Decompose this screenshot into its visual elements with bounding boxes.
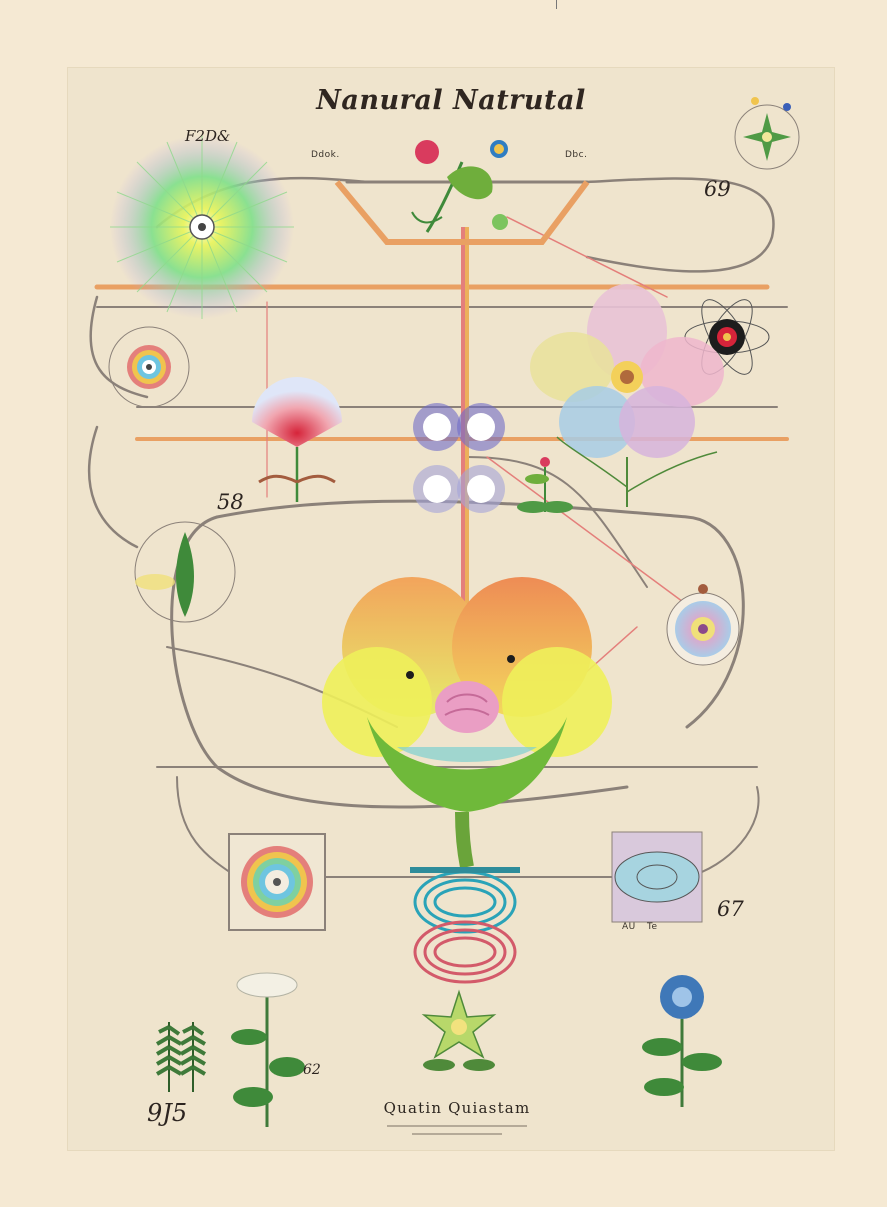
pink-hibiscus [530, 284, 724, 507]
square-rainbow-target [229, 834, 325, 930]
footer-line-2 [412, 1133, 502, 1135]
fern-herb [157, 1022, 205, 1092]
top-rose [412, 140, 508, 232]
purple-flower-badge [667, 584, 739, 665]
blue-flower-herb [642, 975, 722, 1107]
botanical-poster: Nanural Natrutal F2D& 69 58 67 9J5 62 Dd… [67, 67, 835, 1151]
poster-artwork [67, 67, 835, 1151]
label-top-mid-b: Dbc. [565, 150, 587, 160]
poster-title: Nanural Natrutal [67, 85, 835, 116]
label-bottom-row-a: AU [622, 922, 636, 932]
label-bottom-row-b: Te [647, 922, 658, 932]
striped-lens-bottom [410, 867, 520, 982]
label-herb-code: 62 [303, 1062, 321, 1078]
dandelion-herb [231, 973, 305, 1127]
circular-leaf-diagram [135, 522, 235, 622]
starburst-diagram [110, 135, 294, 319]
footer-title: Quatin Quiastam [367, 1099, 547, 1117]
footer-line-1 [387, 1125, 527, 1127]
green-star-flower [423, 992, 495, 1071]
label-bottom-right-number: 67 [717, 897, 744, 921]
main-brain-flower [322, 577, 612, 867]
label-top-left: F2D& [185, 127, 230, 145]
label-bottom-left-number: 9J5 [147, 1099, 187, 1127]
label-top-mid-a: Ddok. [311, 150, 340, 160]
label-top-right-number: 69 [704, 177, 731, 201]
top-tick-mark [556, 0, 557, 9]
label-mid-left-number: 58 [217, 490, 244, 514]
oval-chart-box [612, 832, 702, 922]
rainbow-dial-left [109, 327, 189, 407]
